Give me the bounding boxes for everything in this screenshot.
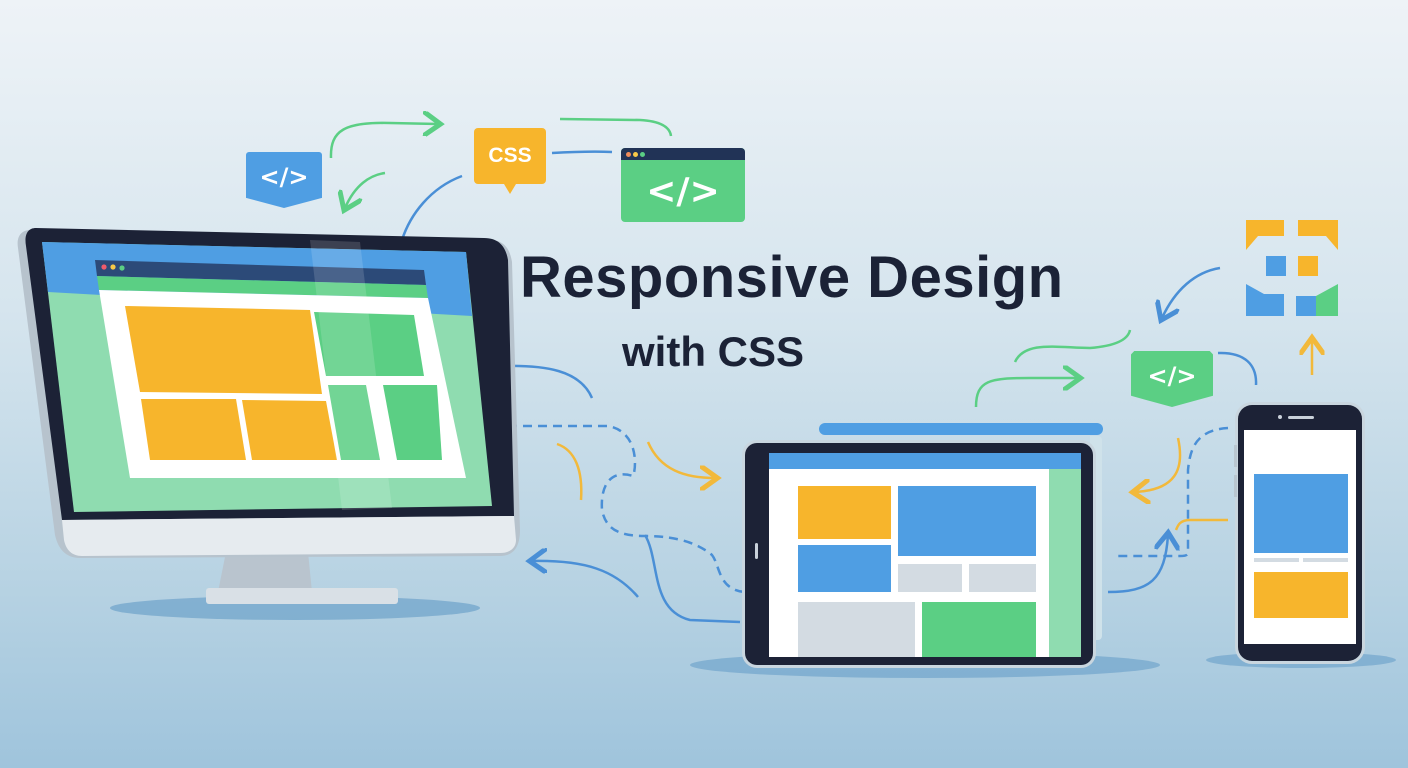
css-bubble-icon: CSS [474,128,546,194]
phone-block [1254,572,1348,618]
tablet-home-button [755,543,758,559]
tablet [745,443,1093,665]
page-subtitle: with CSS [622,328,805,375]
tablet-block [898,486,1036,556]
tablet-block [898,564,962,592]
phone-camera [1278,415,1282,419]
smartphone [1234,405,1362,661]
window-title-bar [621,148,745,160]
tablet-block [798,486,891,539]
phone-block [1254,474,1348,553]
tablet-block [798,545,891,592]
phone-divider [1254,558,1299,562]
page-title: Responsive Design [520,245,1064,310]
tablet-sidebar [1049,469,1081,657]
tablet-block [969,564,1036,592]
grid-layout-icon [1246,220,1338,316]
tablet-block [798,602,915,657]
tablet-screen [769,453,1081,657]
phone-volume-button [1234,445,1237,467]
code-tag-blue-icon: </> [246,152,322,208]
phone-divider [1303,558,1348,562]
code-window-icon: </> [621,148,745,222]
tablet-block [922,602,1036,657]
tablet-header-bar [769,453,1081,469]
phone-screen [1244,430,1356,644]
code-glyph: </> [646,170,720,212]
tablet-back-panel [1090,436,1102,640]
tablet-back-layer [819,423,1103,435]
code-tag-green-icon: </> [1131,351,1213,407]
phone-speaker [1288,416,1314,419]
phone-volume-button [1234,475,1237,497]
